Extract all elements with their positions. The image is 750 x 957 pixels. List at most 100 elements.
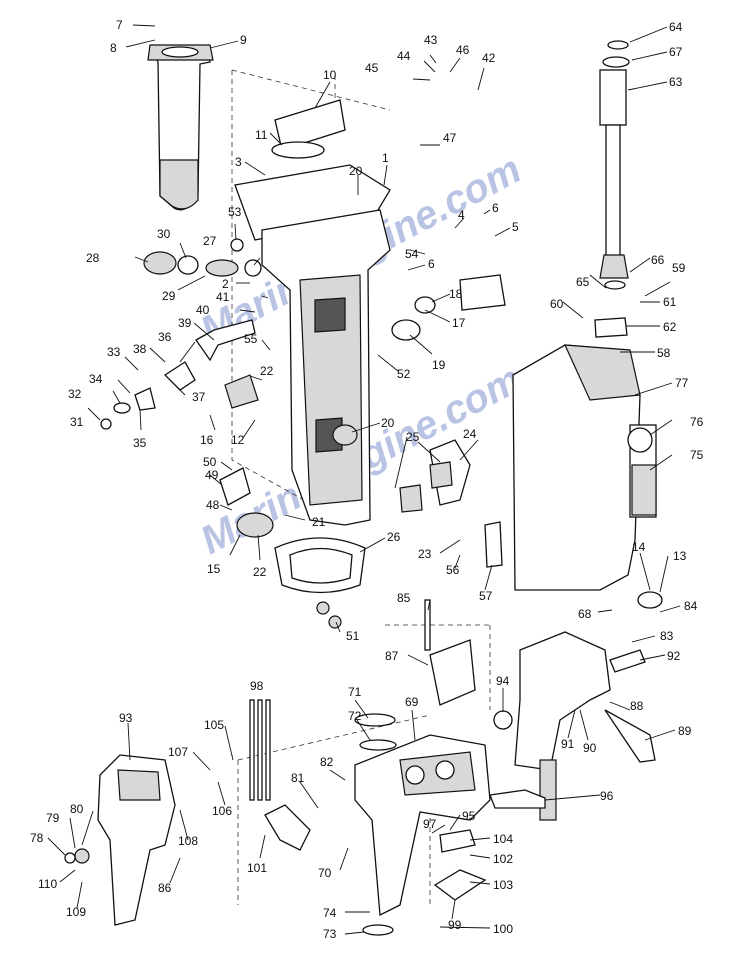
callout-6b: 6 [428, 257, 435, 271]
callout-75: 75 [690, 448, 704, 462]
callout-86: 86 [158, 881, 172, 895]
callout-104: 104 [493, 832, 513, 846]
callout-2: 2 [222, 277, 229, 291]
callout-107: 107 [168, 745, 188, 759]
callout-76: 76 [690, 415, 704, 429]
callout-106: 106 [212, 804, 232, 818]
callout-14: 14 [632, 540, 646, 554]
callout-19: 19 [432, 358, 446, 372]
callout-84: 84 [684, 599, 698, 613]
callout-31: 31 [70, 415, 84, 429]
steering-bracket [354, 713, 491, 936]
callout-105: 105 [204, 718, 224, 732]
leader-lines [47, 24, 681, 935]
callout-109: 109 [66, 905, 86, 919]
callout-72: 72 [348, 709, 362, 723]
callout-94: 94 [496, 674, 510, 688]
callout-96: 96 [600, 789, 614, 803]
callout-40: 40 [196, 303, 210, 317]
callout-32: 32 [68, 387, 82, 401]
callout-37: 37 [192, 390, 206, 404]
callout-98: 98 [250, 679, 264, 693]
callout-30: 30 [157, 227, 171, 241]
callout-23: 23 [418, 547, 432, 561]
callout-42: 42 [482, 51, 496, 65]
callout-49: 49 [205, 468, 219, 482]
callout-47: 47 [443, 131, 457, 145]
callout-81: 81 [291, 771, 305, 785]
callout-82: 82 [320, 755, 334, 769]
callout-58: 58 [657, 346, 671, 360]
callout-24: 24 [463, 427, 477, 441]
callout-83: 83 [660, 629, 674, 643]
callout-55: 55 [244, 332, 258, 346]
callout-90: 90 [583, 741, 597, 755]
callout-41: 41 [216, 290, 230, 304]
callout-52: 52 [397, 367, 411, 381]
callout-21: 21 [312, 515, 326, 529]
callout-85: 85 [397, 591, 411, 605]
callout-57: 57 [479, 589, 493, 603]
callout-62: 62 [663, 320, 677, 334]
callout-44: 44 [397, 49, 411, 63]
callout-22b: 22 [253, 565, 267, 579]
callout-95: 95 [462, 809, 476, 823]
callout-34: 34 [89, 372, 103, 386]
callout-36: 36 [158, 330, 172, 344]
callout-56: 56 [446, 563, 460, 577]
callout-99: 99 [448, 918, 462, 932]
callout-61: 61 [663, 295, 677, 309]
callout-71: 71 [348, 685, 362, 699]
exhaust-housing [234, 164, 391, 526]
callout-60: 60 [550, 297, 564, 311]
callout-79: 79 [46, 811, 60, 825]
callout-91: 91 [561, 737, 575, 751]
callout-102: 102 [493, 852, 513, 866]
callout-27: 27 [203, 234, 217, 248]
callout-100: 100 [493, 922, 513, 936]
callout-22: 22 [260, 364, 274, 378]
callout-1: 1 [382, 151, 389, 165]
callout-15: 15 [207, 562, 221, 576]
callout-43: 43 [424, 33, 438, 47]
callout-20b: 20 [381, 416, 395, 430]
callout-labels: 1 2 3 4 5 6 6 7 8 9 10 11 12 13 14 15 16… [30, 18, 704, 941]
callout-92: 92 [667, 649, 681, 663]
callout-17: 17 [452, 316, 466, 330]
callout-51: 51 [346, 629, 360, 643]
swivel-bracket [514, 631, 611, 821]
callout-97: 97 [423, 817, 437, 831]
callout-108: 108 [178, 834, 198, 848]
callout-70: 70 [318, 866, 332, 880]
callout-4: 4 [458, 208, 465, 222]
callout-93: 93 [119, 711, 133, 725]
callout-5: 5 [512, 220, 519, 234]
callout-78: 78 [30, 831, 44, 845]
callout-8: 8 [110, 41, 117, 55]
callout-63: 63 [669, 75, 683, 89]
callout-110: 110 [38, 877, 57, 891]
callout-28: 28 [86, 251, 100, 265]
callout-20: 20 [349, 164, 363, 178]
callout-80: 80 [70, 802, 84, 816]
callout-13: 13 [673, 549, 687, 563]
callout-50: 50 [203, 455, 217, 469]
callout-3: 3 [235, 155, 242, 169]
callout-103: 103 [493, 878, 513, 892]
callout-39: 39 [178, 316, 192, 330]
callout-9: 9 [240, 33, 247, 47]
callout-77: 77 [675, 376, 689, 390]
callout-66: 66 [651, 253, 665, 267]
callout-26: 26 [387, 530, 401, 544]
callout-18: 18 [449, 287, 463, 301]
callout-11: 11 [255, 128, 268, 142]
callout-46: 46 [456, 43, 470, 57]
callout-64: 64 [669, 20, 683, 34]
callout-33: 33 [107, 345, 121, 359]
lower-unit-housing [512, 344, 657, 591]
callout-88: 88 [630, 699, 644, 713]
callout-7: 7 [116, 18, 123, 32]
exhaust-tube [147, 44, 214, 211]
callout-10: 10 [323, 68, 337, 82]
